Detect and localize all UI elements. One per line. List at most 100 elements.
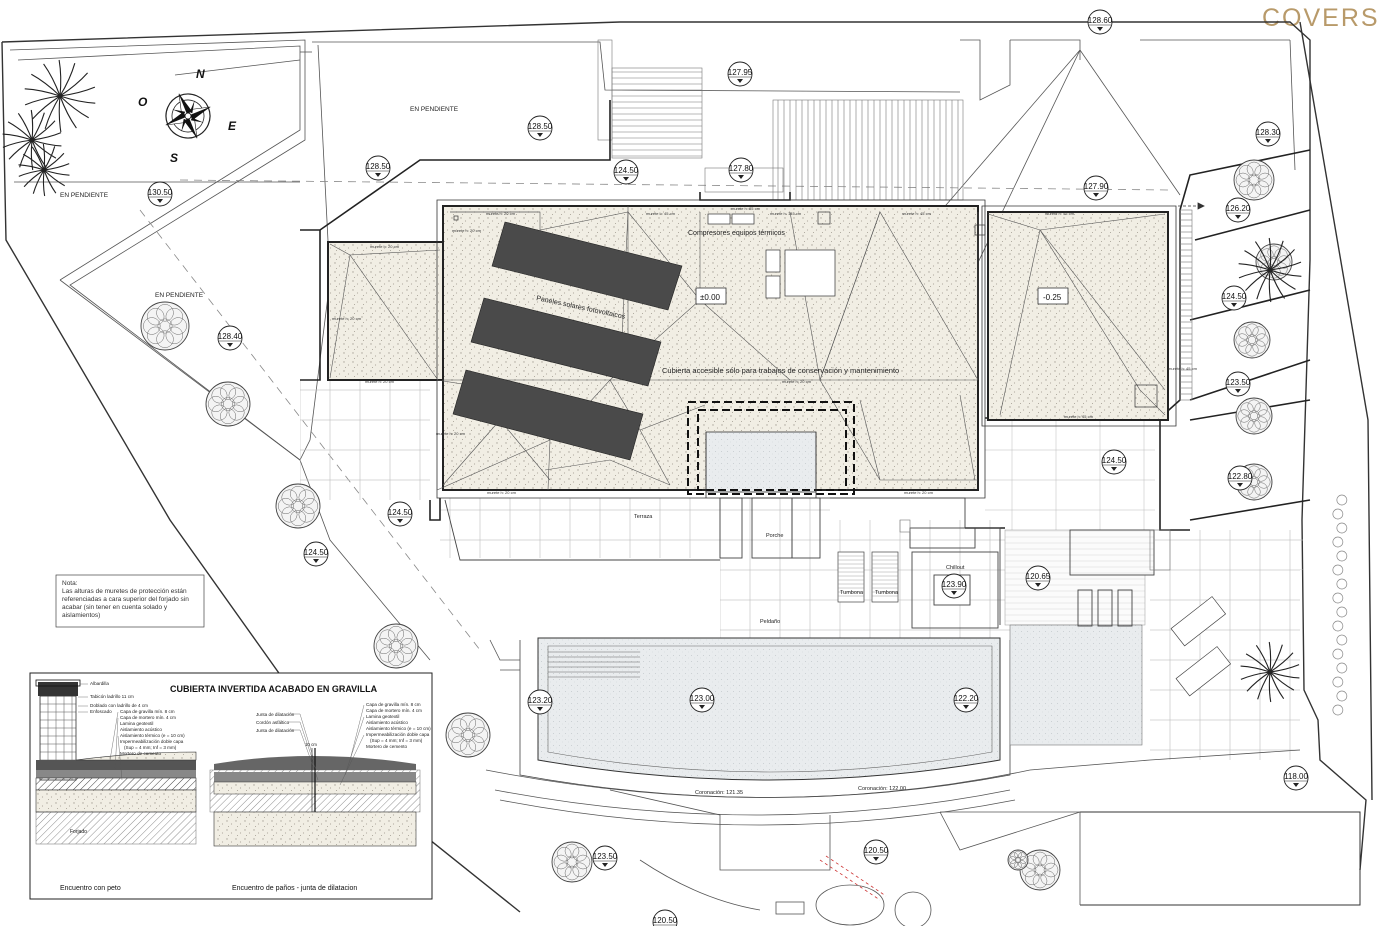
joint-detail: 10 cm xyxy=(209,742,421,847)
solar-panels xyxy=(452,221,683,461)
level-marker: 128.50 xyxy=(365,155,391,181)
layer-label: Aislamiento térmico (e = 10 cm) xyxy=(120,733,185,738)
compressor-units xyxy=(707,213,836,299)
terrace-tiles xyxy=(440,498,720,558)
palms xyxy=(2,59,1302,703)
slab-label: Forjado xyxy=(70,829,87,835)
level-value: 120.65 xyxy=(1026,572,1051,581)
murete-label: murete h: 20 cm xyxy=(487,490,517,495)
level-marker: 128.40 xyxy=(217,325,243,351)
parapet-detail: Forjado xyxy=(35,679,197,845)
coping-label-2: Coronación: 122.00 xyxy=(858,786,906,792)
level-value: 123.20 xyxy=(528,696,553,705)
compass-rose xyxy=(165,93,211,139)
level-value: 124.50 xyxy=(614,166,639,175)
slope-label-3: EN PENDIENTE xyxy=(155,292,204,299)
level-markers: 128.60 127.95 128.50 128.50 130.50 124.50 127.… xyxy=(147,9,1308,926)
level-value: 124.50 xyxy=(1222,292,1247,301)
murete-label: murete h: 20 cm xyxy=(782,379,812,384)
layer-label: Tabicón ladrillo 11 cm xyxy=(90,694,134,699)
level-value: 124.50 xyxy=(1102,456,1127,465)
east-path-tiles xyxy=(1155,530,1303,570)
level-marker: 120.50 xyxy=(863,839,889,865)
lower-terrace-walls xyxy=(444,497,1155,629)
compass-north: N xyxy=(196,67,205,81)
level-marker: 130.50 xyxy=(147,181,173,207)
level-marker: 123.90 xyxy=(941,573,967,599)
layer-label: Capa de mortero mín. 4 cm xyxy=(120,715,176,720)
compass-south: S xyxy=(170,151,178,165)
level-marker: 118.00 xyxy=(1283,765,1308,791)
slope-label-1: EN PENDIENTE xyxy=(410,106,459,113)
north-stairs xyxy=(597,39,964,201)
level-marker: 127.95 xyxy=(727,61,753,87)
caption-left: Encuentro con peto xyxy=(60,885,121,892)
layer-label: Lamina geotextil xyxy=(366,714,399,719)
level-marker: 122.80 xyxy=(1227,465,1253,491)
roof-level-main: ±0.00 xyxy=(695,287,727,305)
courtyard-void xyxy=(687,401,855,498)
trees xyxy=(140,159,1293,891)
joint-width-label: 10 cm xyxy=(305,742,317,747)
level-marker: 128.50 xyxy=(527,115,553,141)
layer-label: Capa de mortero mín. 4 cm xyxy=(366,708,422,713)
level-marker: 124.50 xyxy=(387,501,413,527)
layer-label: Aislamiento acústico xyxy=(366,720,408,725)
level-value: 123.00 xyxy=(690,694,715,703)
east-arrow xyxy=(1178,202,1205,210)
joint-label: Cordón asfáltico xyxy=(256,720,290,725)
murete-label: murete h: 85 cm xyxy=(731,206,761,211)
layer-label: Mortero de cemento xyxy=(366,744,408,749)
level-value: 128.50 xyxy=(528,122,553,131)
murete-label: murete h: 20 cm xyxy=(370,244,400,249)
level-marker: 120.65 xyxy=(1025,565,1051,591)
layer-label: (Sup = 4 mm; Inf = 3 mm) xyxy=(124,745,177,750)
level-value: 128.30 xyxy=(1256,128,1281,137)
murete-label: murete h: 20 cm xyxy=(436,431,466,436)
level-value: 127.90 xyxy=(1084,182,1109,191)
pool xyxy=(519,624,1143,798)
level-marker: 127.90 xyxy=(1083,175,1109,201)
level-marker: 120.50 xyxy=(652,909,678,926)
roof-level-low-text: -0.25 xyxy=(1043,293,1062,302)
level-marker: 128.30 xyxy=(1255,121,1281,147)
compass-east: E xyxy=(228,119,237,133)
layer-label: Aislamiento acústico xyxy=(120,727,162,732)
layer-label: Lamina geotextil xyxy=(120,721,153,726)
murete-label: murete h: 20 cm xyxy=(904,490,934,495)
level-value: 123.90 xyxy=(942,580,967,589)
level-value: 128.50 xyxy=(366,162,391,171)
murete-label: murete h: 20 cm xyxy=(332,316,362,321)
dashed-guides xyxy=(139,179,1171,651)
level-value: 118.00 xyxy=(1284,772,1308,781)
roof-level-main-text: ±0.00 xyxy=(700,293,721,302)
level-value: 130.50 xyxy=(148,188,173,197)
joint-label: Junta de dilatación xyxy=(256,712,295,717)
level-marker: 123.00 xyxy=(689,687,715,713)
murete-label: murete h: 45 cm xyxy=(1168,366,1198,371)
note: Nota: Las alturas de muretes de protecci… xyxy=(62,580,200,628)
stairs-label: Peldaño xyxy=(760,619,780,625)
level-marker: 123.50 xyxy=(592,845,618,871)
brand-logo: COVERS xyxy=(1262,4,1380,32)
level-value: 127.80 xyxy=(729,164,754,173)
layer-label: Capa de gravilla mín. 8 cm xyxy=(120,709,175,714)
layer-label: Impermeabilización doble capa xyxy=(366,732,430,737)
compressors-label: Compresores equipos térmicos xyxy=(688,230,785,237)
level-marker: 124.50 xyxy=(613,159,639,185)
detail-panel: CUBIERTA INVERTIDA ACABADO EN GRAVILLA F… xyxy=(29,672,433,900)
lounger-label-2: Tumbona xyxy=(875,590,899,596)
note-title: Nota: xyxy=(62,580,78,587)
murete-label: murete h: 45 cm xyxy=(902,211,932,216)
level-marker: 128.60 xyxy=(1087,9,1113,35)
level-marker: 123.50 xyxy=(1225,371,1251,397)
layer-label: Capa de gravilla mín. 8 cm xyxy=(366,702,421,707)
murete-label: murete h: 45 cm xyxy=(1064,414,1094,419)
layer-label: Doblado con ladrillo de 4 cm xyxy=(90,703,148,708)
murete-label: murete h: 20 cm xyxy=(486,211,516,216)
layer-label: Albardilla xyxy=(90,681,109,686)
roof-access-note: Cubierta accesible sólo para trabajos de… xyxy=(662,366,899,375)
level-marker: 127.80 xyxy=(728,157,754,183)
joint-label: Junta de dilatación xyxy=(256,728,295,733)
